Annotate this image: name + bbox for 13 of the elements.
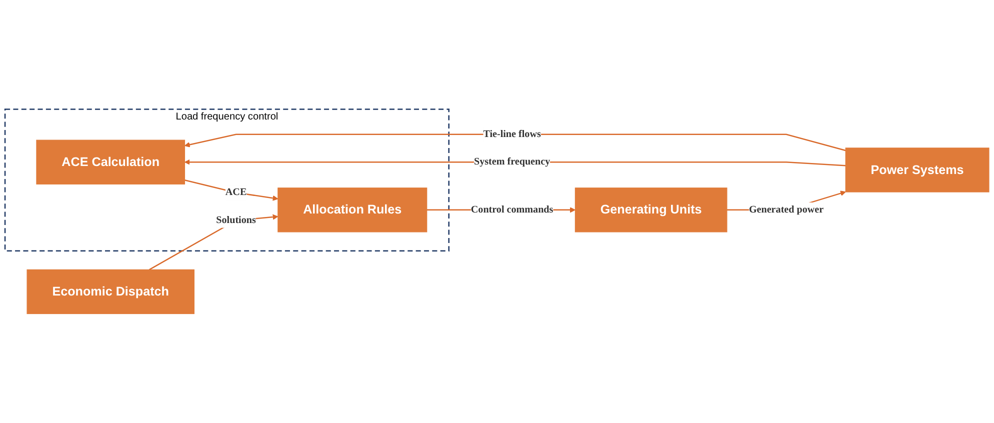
edge-label: System frequency bbox=[474, 156, 550, 168]
arrow bbox=[184, 134, 846, 152]
node-box: Allocation Rules bbox=[278, 188, 428, 232]
node-box: Economic Dispatch bbox=[26, 269, 194, 314]
node-box: Power Systems bbox=[845, 148, 990, 192]
node-box: ACE Calculation bbox=[36, 140, 186, 184]
edge-label: Control commands bbox=[470, 204, 554, 215]
arrow bbox=[184, 180, 278, 201]
edge-label: Tie-line flows bbox=[483, 128, 541, 140]
node-box: Generating Units bbox=[574, 188, 728, 232]
edge-label: ACE bbox=[225, 186, 247, 198]
edge-label: Solutions bbox=[216, 214, 256, 226]
edge-label: Generated power bbox=[748, 204, 824, 215]
